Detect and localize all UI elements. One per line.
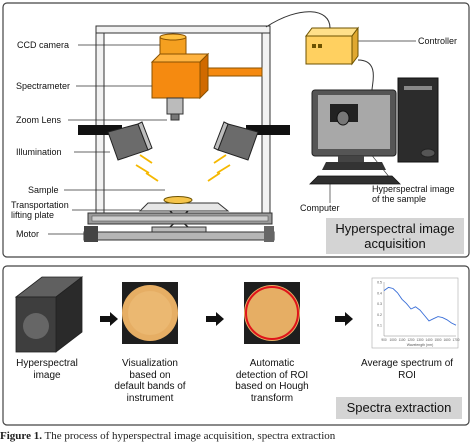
label-ccd-camera: CCD camera <box>17 40 70 50</box>
label-spectrometer: Spectrameter <box>16 81 71 91</box>
label-sample: Sample <box>28 185 59 195</box>
acquisition-title-line2: acquisition <box>364 236 426 251</box>
y-tick-label: 0.1 <box>377 324 382 328</box>
acquisition-title-line1: Hyperspectral image <box>335 221 455 236</box>
x-tick-label: 900 <box>381 338 387 342</box>
spectrum-line <box>383 286 457 326</box>
figure-caption: Figure 1. The process of hyperspectral i… <box>0 430 335 442</box>
y-tick-label: 0.2 <box>377 313 382 317</box>
x-tick-label: 1200 <box>407 338 414 342</box>
visualization-image <box>122 282 178 344</box>
illumination-right <box>213 121 290 161</box>
computer <box>309 77 439 185</box>
caption-figure-number: Figure 1. <box>0 430 42 442</box>
label-transportation: Transportation <box>11 200 69 210</box>
x-tick-label: 1500 <box>434 338 441 342</box>
label-illumination: Illumination <box>16 147 62 157</box>
label-hsi-line1: Hyperspectral image <box>372 184 455 194</box>
step4-line1: Average spectrum of <box>360 358 454 369</box>
label-hsi-line2: of the sample <box>372 194 427 204</box>
x-axis-label: Wavelength (nm) <box>407 343 434 347</box>
step3-line2: detection of ROI <box>235 369 309 381</box>
label-lifting-plate: lifting plate <box>11 210 55 220</box>
illumination-left <box>78 121 153 161</box>
step1-line2: image <box>33 369 61 381</box>
step4-line2: ROI <box>398 369 416 381</box>
caption-text: The process of hyperspectral image acqui… <box>41 430 336 442</box>
step-visualization: Visualization based on default bands of … <box>100 358 200 404</box>
x-tick-label: 1100 <box>399 338 406 342</box>
step3-line1: Automatic <box>249 358 295 369</box>
motor-rail <box>83 212 275 242</box>
x-tick-label: 1400 <box>425 338 432 342</box>
flow-arrows <box>100 312 353 326</box>
x-tick-label: 1300 <box>416 338 423 342</box>
step2-line3: default bands of <box>114 381 186 392</box>
label-motor: Motor <box>16 229 40 239</box>
x-tick-label: 1700 <box>452 338 459 342</box>
cable <box>265 11 331 29</box>
light-rays <box>135 154 231 182</box>
y-tick-label: 0.5 <box>377 281 382 285</box>
step-hyperspectral-image: Hyperspectral image <box>4 358 90 381</box>
step3-line4: transform <box>250 392 294 404</box>
sample-stage <box>138 196 230 233</box>
step1-line1: Hyperspectral <box>16 358 78 369</box>
step-roi-detection: Automatic detection of ROI based on Houg… <box>222 358 322 404</box>
x-tick-label: 1000 <box>389 338 396 342</box>
label-zoom-lens: Zoom Lens <box>16 115 62 125</box>
cable-2 <box>357 59 374 91</box>
extraction-panel <box>2 265 470 426</box>
step2-line4: instrument <box>126 392 174 404</box>
label-controller: Controller <box>418 36 458 46</box>
leader-lines <box>48 40 416 235</box>
zoom-lens <box>166 97 184 121</box>
roi-detection-image <box>244 282 300 344</box>
extraction-title: Spectra extraction <box>336 397 462 419</box>
step2-line1: Visualization <box>122 358 178 369</box>
acquisition-panel <box>2 2 470 258</box>
acquisition-title: Hyperspectral image acquisition <box>326 218 464 254</box>
label-computer: Computer <box>300 203 340 213</box>
y-tick-label: 0.4 <box>377 291 382 295</box>
controller-box <box>305 26 359 66</box>
x-tick-label: 1600 <box>443 338 450 342</box>
hyperspectral-cube <box>14 276 84 353</box>
step2-line2: based on <box>129 369 171 381</box>
spectrometer <box>150 52 263 100</box>
step3-line3: based on Hough <box>235 381 309 392</box>
step-average-spectrum: Average spectrum of ROI <box>350 358 464 381</box>
y-tick-label: 0.3 <box>377 302 382 306</box>
